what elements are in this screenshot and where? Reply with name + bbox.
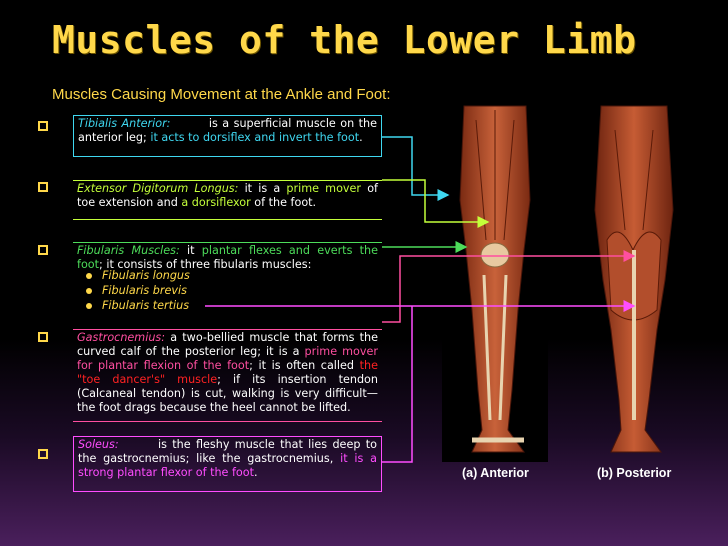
entry-highlight: prime mover: [286, 182, 362, 195]
posterior-leg-illustration: [594, 105, 674, 453]
entry-heading: Gastrocnemius:: [77, 331, 166, 344]
tibialis-arrow: [382, 136, 450, 201]
bullet-marker: [38, 245, 48, 255]
entry-text: of the foot.: [250, 196, 317, 209]
fibularis-tertius-item: Fibularis tertius: [86, 299, 189, 312]
anterior-leg-illustration: [442, 100, 548, 462]
bullet-marker: [38, 332, 48, 342]
slide-subtitle: Muscles Causing Movement at the Ankle an…: [52, 86, 391, 103]
anterior-caption: (a) Anterior: [462, 466, 529, 480]
entry-highlight: a dorsiflexor: [181, 196, 251, 209]
entry-highlight: it is a strong plantar flexor of the foo…: [78, 452, 377, 479]
entry-text: it is a: [244, 182, 287, 195]
extensor-arrow: [382, 179, 490, 228]
entry-heading: Soleus:: [78, 438, 119, 451]
soleus-box-connector: [382, 306, 413, 463]
entry-text: a two-bellied muscle that forms the curv…: [77, 331, 378, 358]
entry-text: it: [187, 244, 202, 257]
fibularis-brevis-item: Fibularis brevis: [86, 284, 187, 297]
entry-text: .: [359, 131, 363, 144]
fibularis-longus-item: Fibularis longus: [86, 269, 190, 282]
soleus-entry: Soleus: is the fleshy muscle that lies d…: [73, 436, 382, 492]
extensor-digitorum-entry: Extensor Digitorum Longus: it is a prime…: [73, 180, 382, 220]
entry-text: of toe extension and: [77, 182, 378, 209]
fibularis-entry: Fibularis Muscles: it plantar flexes and…: [73, 242, 382, 272]
entry-heading: Fibularis Muscles:: [77, 244, 180, 257]
entry-text: is a superficial muscle on the anterior …: [78, 117, 378, 144]
entry-text: ; it is often called: [249, 359, 360, 372]
entry-heading: Tibialis Anterior:: [78, 117, 171, 130]
slide-title: Muscles of the Lower Limb: [52, 18, 637, 62]
entry-text: ; it consists of three fibularis muscles…: [99, 258, 312, 271]
entry-text: is the fleshy muscle that lies deep to t…: [78, 438, 378, 465]
entry-highlight: plantar flexes and everts the foot: [77, 244, 378, 271]
entry-highlight: it acts to dorsiflex and invert the foot: [150, 131, 360, 144]
entry-text: .: [254, 466, 258, 479]
entry-text: ; if its insertion tendon (Calcaneal ten…: [77, 373, 378, 414]
entry-highlight-red: the "toe dancer's" muscle: [77, 359, 379, 386]
entry-heading: Extensor Digitorum Longus:: [77, 182, 239, 195]
bullet-marker: [38, 182, 48, 192]
bullet-marker: [38, 121, 48, 131]
bullet-marker: [38, 449, 48, 459]
gastrocnemius-arrow: [382, 250, 636, 323]
entry-highlight: prime mover for plantar flexion of the f…: [77, 345, 378, 372]
tibialis-anterior-entry: Tibialis Anterior: is a superficial musc…: [73, 115, 382, 157]
posterior-caption: (b) Posterior: [597, 466, 672, 480]
gastrocnemius-entry: Gastrocnemius: a two-bellied muscle that…: [73, 329, 382, 422]
